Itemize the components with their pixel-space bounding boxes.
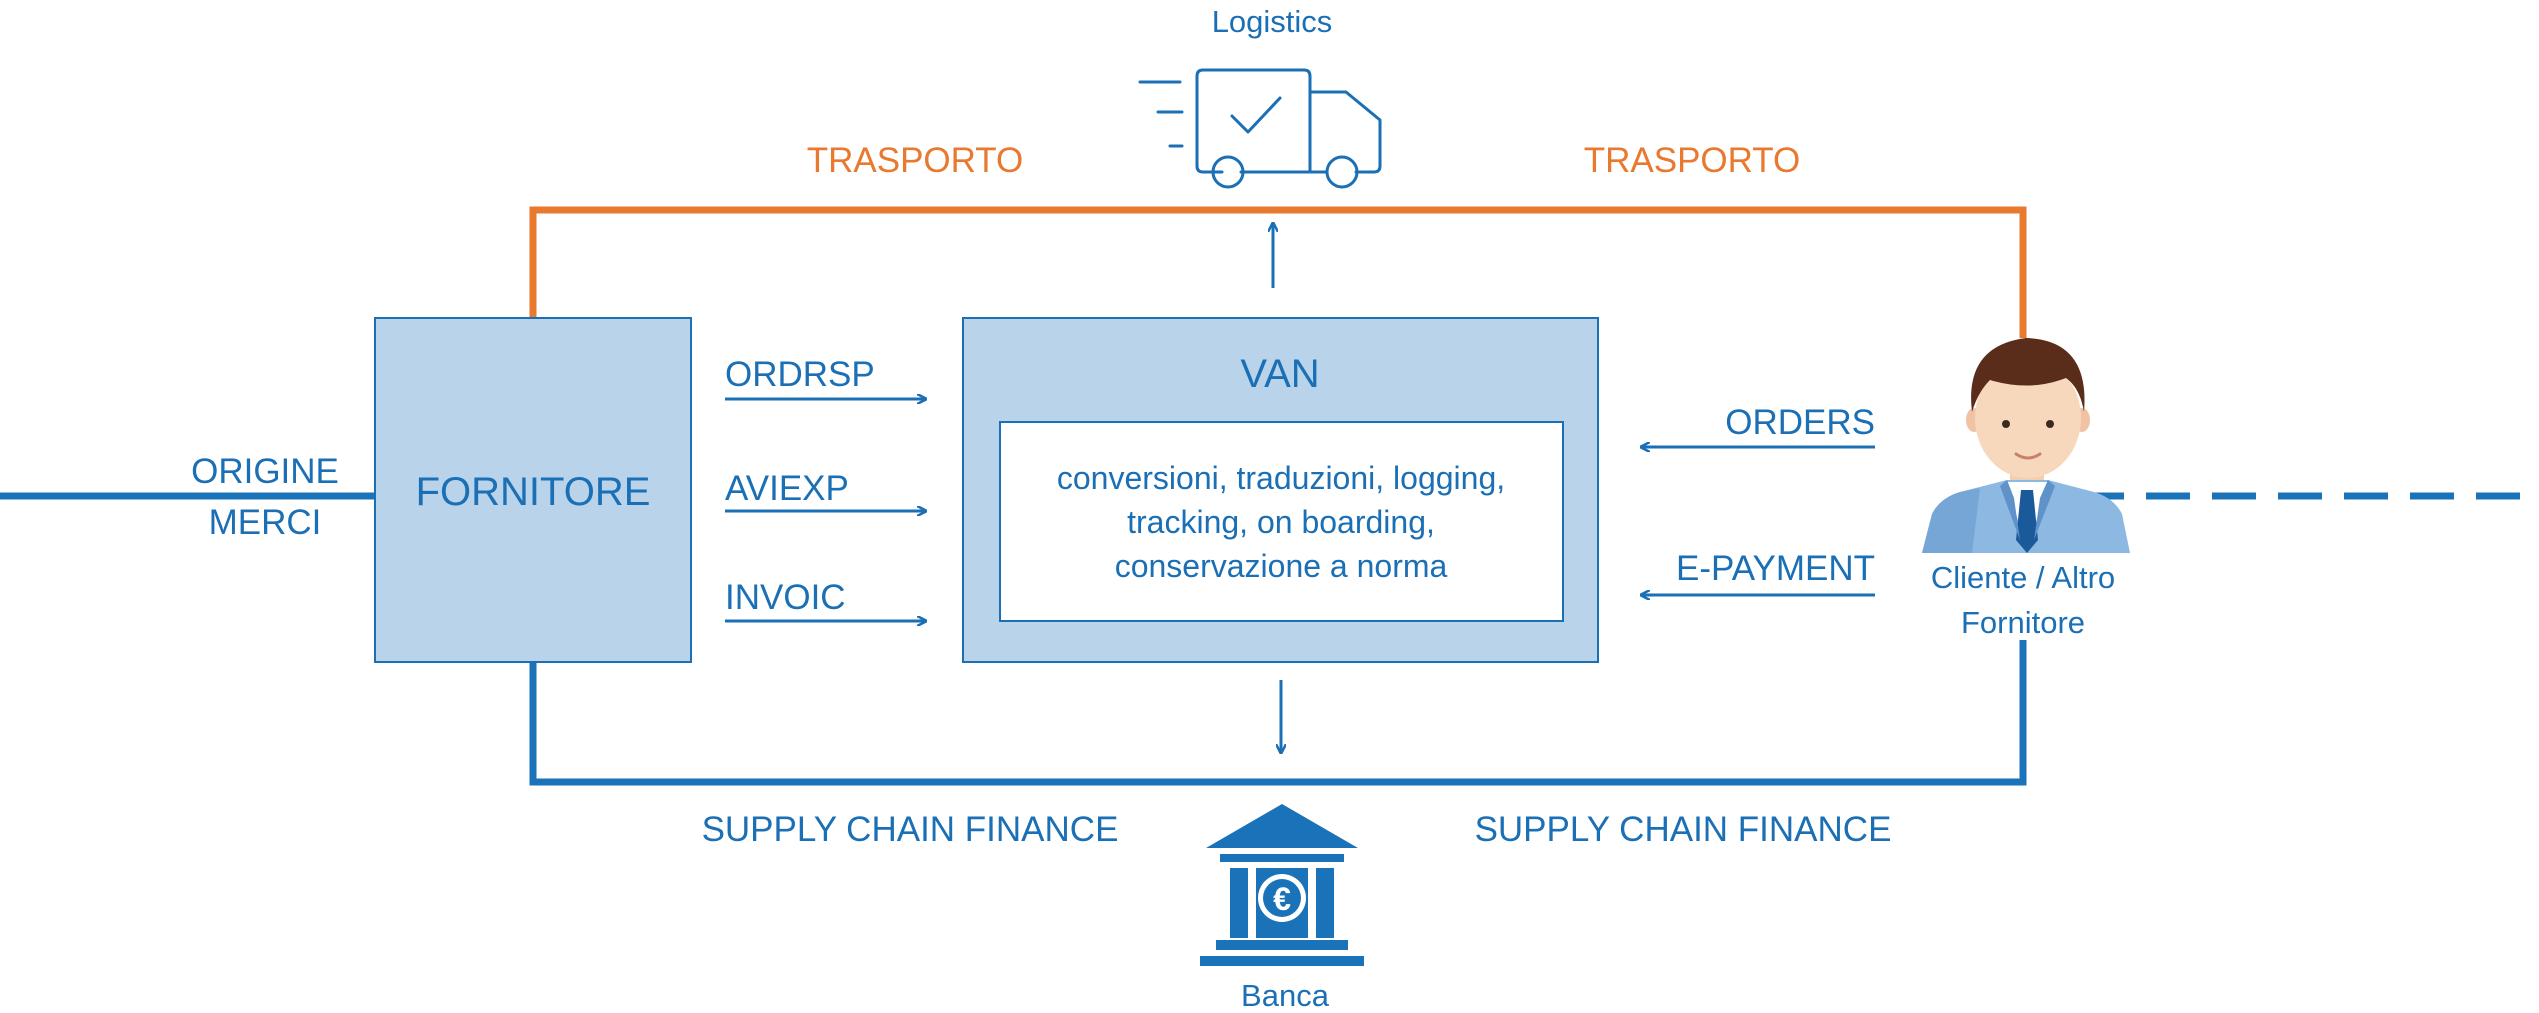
message-invoic: INVOIC <box>725 578 846 617</box>
van-services-box <box>999 421 1564 622</box>
logistics-label: Logistics <box>1212 4 1333 39</box>
transport-line <box>529 206 2027 338</box>
transport-label-left: TRASPORTO <box>807 141 1024 180</box>
finance-line <box>529 640 2027 786</box>
van-title: VAN <box>1240 352 1319 396</box>
origin-label-line2: MERCI <box>209 503 322 542</box>
van-service-line-3: conservazione a norma <box>1115 548 1448 584</box>
van-service-line-2: tracking, on boarding, <box>1127 504 1435 540</box>
message-aviexp: AVIEXP <box>725 469 849 508</box>
incoming-messages: ORDERS E-PAYMENT <box>1642 403 1875 595</box>
outgoing-messages: ORDRSP AVIEXP INVOIC <box>725 355 925 621</box>
finance-label-right: SUPPLY CHAIN FINANCE <box>1475 810 1892 849</box>
van-service-line-1: conversioni, traduzioni, logging, <box>1057 460 1505 496</box>
origin-label-line1: ORIGINE <box>191 452 339 491</box>
customer-label-line2: Fornitore <box>1961 605 2085 640</box>
customer-label-line1: Cliente / Altro <box>1931 560 2115 595</box>
message-ordrsp: ORDRSP <box>725 355 875 394</box>
finance-label-left: SUPPLY CHAIN FINANCE <box>702 810 1119 849</box>
bank-euro-icon: € <box>1200 804 1364 966</box>
svg-text:€: € <box>1273 881 1291 917</box>
delivery-truck-icon <box>1138 68 1382 189</box>
supplier-label: FORNITORE <box>416 470 651 514</box>
bank-label: Banca <box>1241 978 1330 1013</box>
message-e-payment: E-PAYMENT <box>1676 549 1875 588</box>
businessman-avatar-icon <box>1922 338 2130 553</box>
message-orders: ORDERS <box>1725 403 1875 442</box>
transport-label-right: TRASPORTO <box>1584 141 1801 180</box>
supplier-box <box>374 317 692 663</box>
